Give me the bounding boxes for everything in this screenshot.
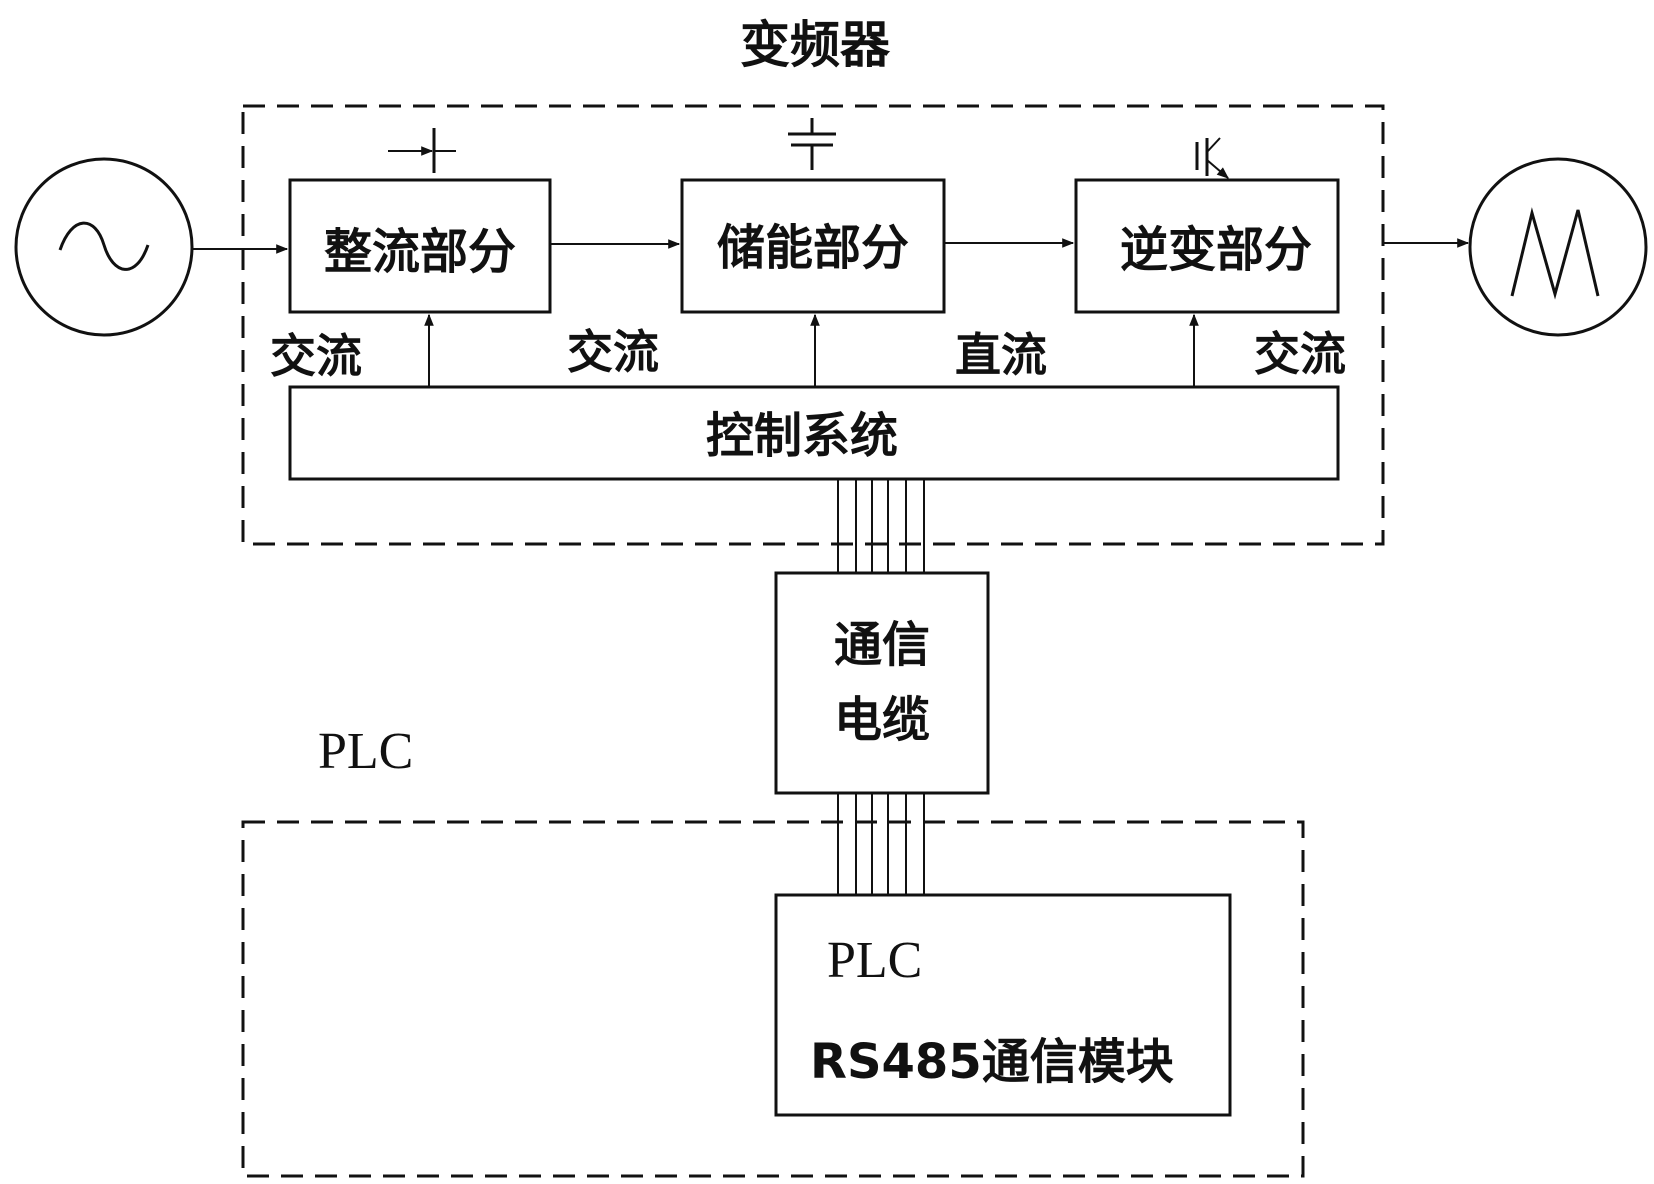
cable-label-line1: 通信 <box>834 617 930 673</box>
dc-label: 直流 <box>955 328 1047 382</box>
storage-label: 储能部分 <box>717 220 909 276</box>
control-system-label: 控制系统 <box>706 408 898 464</box>
motor-icon <box>1468 157 1648 337</box>
bus-lines-upper <box>837 479 925 572</box>
communication-cable-block <box>774 571 990 795</box>
inverter-block <box>1074 178 1340 314</box>
diode-icon <box>388 128 456 173</box>
ac-source-icon <box>14 157 194 337</box>
rs485-module-block <box>774 893 1232 1117</box>
bus-lines-lower <box>837 793 925 894</box>
transistor-icon <box>1195 137 1229 179</box>
cable-label-line2: 电缆 <box>834 692 930 748</box>
rs485-module-label: RS485通信模块 <box>810 1034 1174 1090</box>
rectifier-label: 整流部分 <box>324 224 516 280</box>
rectifier-block <box>288 178 552 314</box>
inverter-boundary <box>241 104 1385 546</box>
inverter-title: 变频器 <box>740 16 891 74</box>
input-ac-label: 交流 <box>270 329 362 383</box>
storage-block <box>680 178 946 314</box>
output-ac-label: 交流 <box>1254 327 1346 381</box>
inverter-label: 逆变部分 <box>1120 222 1312 278</box>
capacitor-icon <box>788 118 836 170</box>
control-system-block <box>288 385 1340 481</box>
plc-title: PLC <box>318 723 413 780</box>
rectified-ac-label: 交流 <box>567 325 659 379</box>
plc-module-title: PLC <box>827 932 922 989</box>
plc-boundary <box>241 820 1305 1178</box>
